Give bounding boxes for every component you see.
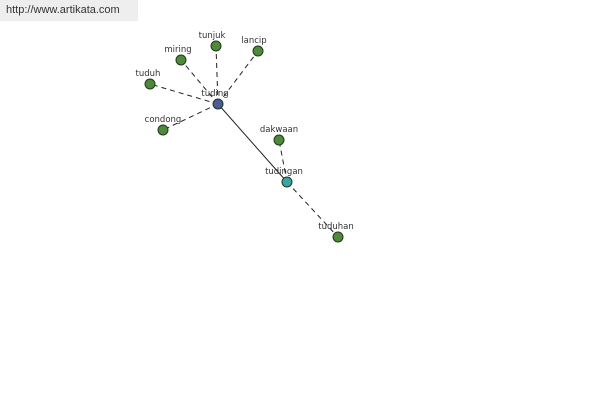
node-marker-lancip[interactable] [252, 45, 264, 57]
node-label-tuding[interactable]: tuding [201, 89, 228, 99]
edge-tuding-tudingan [217, 103, 288, 183]
node-marker-condong[interactable] [157, 124, 169, 136]
node-condong[interactable]: condong [145, 115, 182, 136]
site-url-text[interactable]: http://www.artikata.com [6, 4, 120, 16]
edge-tuding-tuduh [149, 83, 219, 105]
edge-tuding-lancip [217, 50, 259, 105]
edge-tuding-condong [162, 103, 219, 131]
node-label-tunjuk[interactable]: tunjuk [199, 31, 226, 41]
node-tuduh[interactable]: tuduh [136, 69, 161, 90]
node-label-dakwaan[interactable]: dakwaan [260, 125, 298, 135]
node-marker-tuduhan[interactable] [332, 231, 344, 243]
node-miring[interactable]: miring [164, 45, 192, 66]
node-marker-tunjuk[interactable] [210, 40, 222, 52]
edge-tuding-tunjuk [215, 45, 219, 105]
node-marker-tudingan[interactable] [281, 176, 293, 188]
edge-tudingan-dakwaan [278, 139, 288, 183]
node-label-condong[interactable]: condong [145, 115, 182, 125]
node-marker-dakwaan[interactable] [273, 134, 285, 146]
node-tuduhan[interactable]: tuduhan [318, 222, 354, 243]
node-tuding[interactable]: tuding [201, 89, 229, 110]
node-label-tuduhan[interactable]: tuduhan [318, 222, 354, 232]
nodes-layer: tuding tudingan tunjuk miring lancip tuduh con… [136, 31, 354, 243]
node-label-tudingan[interactable]: tudingan [265, 167, 303, 177]
node-label-tuduh[interactable]: tuduh [136, 69, 161, 79]
node-label-miring[interactable]: miring [164, 45, 191, 55]
site-url-banner[interactable]: http://www.artikata.com [0, 0, 138, 21]
node-tudingan[interactable]: tudingan [265, 167, 303, 188]
node-label-lancip[interactable]: lancip [241, 36, 266, 46]
node-marker-tuduh[interactable] [144, 78, 156, 90]
node-marker-miring[interactable] [175, 54, 187, 66]
edge-tuding-miring [180, 59, 219, 105]
node-marker-tuding[interactable] [212, 98, 224, 110]
edge-tudingan-tuduhan [286, 181, 339, 238]
node-lancip[interactable]: lancip [241, 36, 267, 57]
node-tunjuk[interactable]: tunjuk [199, 31, 226, 52]
node-dakwaan[interactable]: dakwaan [260, 125, 298, 146]
edges-layer [149, 45, 339, 238]
